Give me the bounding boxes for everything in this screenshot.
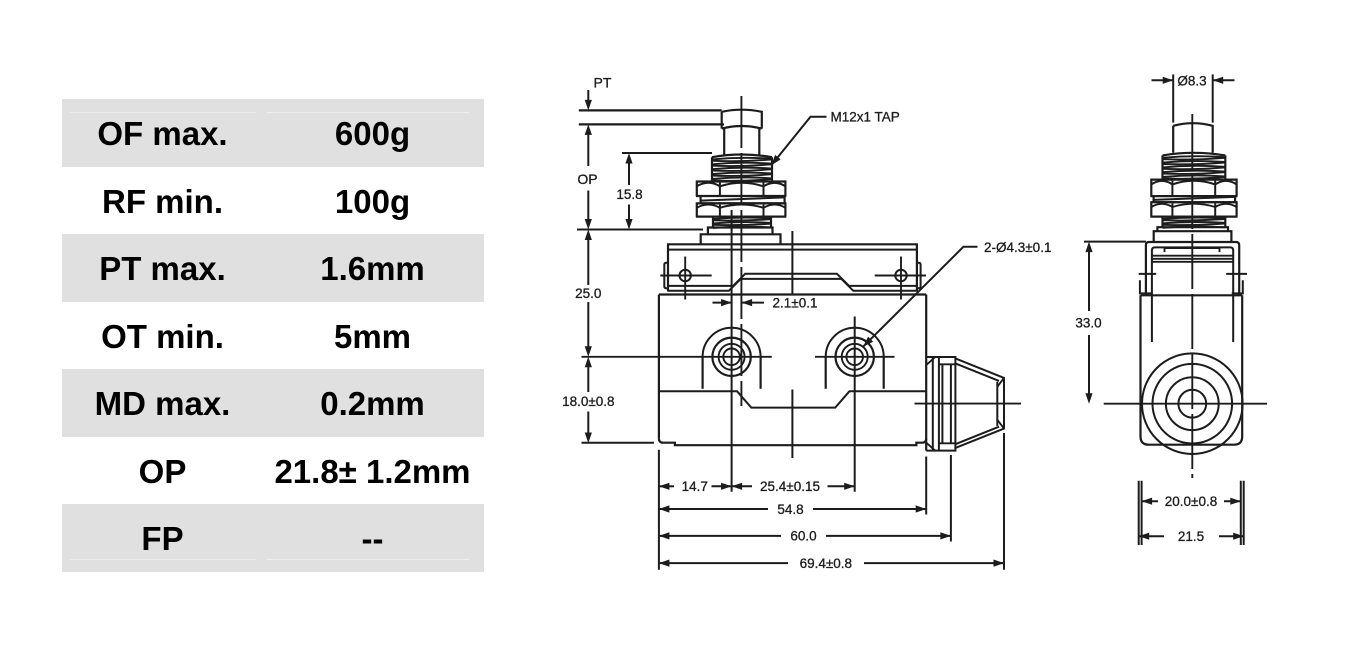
svg-text:54.8: 54.8 — [777, 502, 803, 517]
svg-text:M12x1 TAP: M12x1 TAP — [831, 109, 900, 124]
svg-text:69.4±0.8: 69.4±0.8 — [800, 556, 852, 571]
svg-text:Ø8.3: Ø8.3 — [1177, 74, 1206, 89]
svg-text:18.0±0.8: 18.0±0.8 — [562, 394, 614, 409]
svg-text:33.0: 33.0 — [1075, 316, 1101, 331]
svg-text:60.0: 60.0 — [790, 529, 816, 544]
svg-text:15.8: 15.8 — [616, 187, 642, 202]
svg-text:20.0±0.8: 20.0±0.8 — [1165, 494, 1217, 509]
svg-text:25.0: 25.0 — [575, 286, 601, 301]
svg-text:PT: PT — [594, 75, 612, 91]
svg-text:14.7: 14.7 — [682, 479, 708, 494]
svg-text:2-Ø4.3±0.1: 2-Ø4.3±0.1 — [984, 240, 1051, 255]
svg-text:2.1±0.1: 2.1±0.1 — [773, 296, 818, 311]
svg-text:OP: OP — [577, 171, 597, 187]
svg-text:25.4±0.15: 25.4±0.15 — [760, 479, 820, 494]
svg-text:21.5: 21.5 — [1178, 529, 1204, 544]
